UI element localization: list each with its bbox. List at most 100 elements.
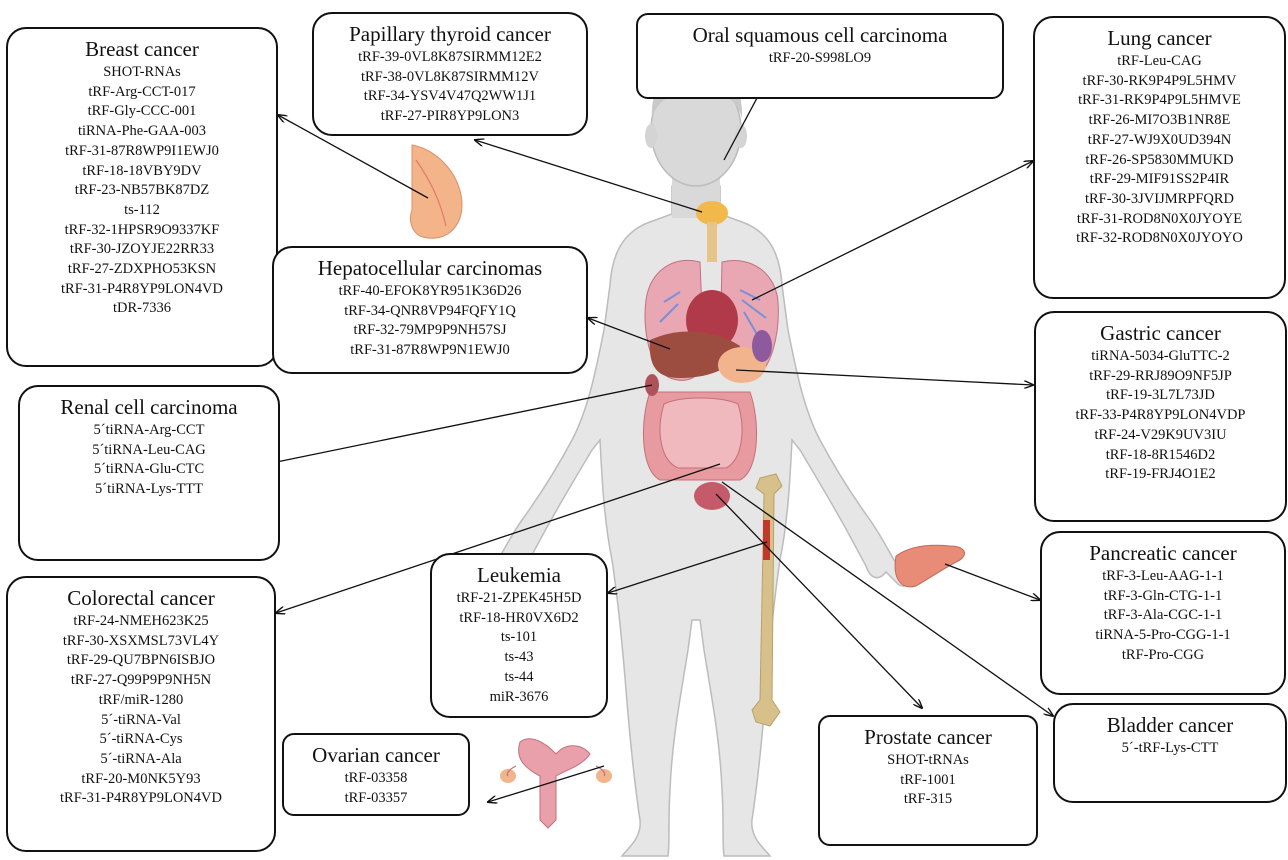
trna-fragment-item: tRF/miR-1280 [8,691,274,711]
trna-fragment-item: ts-43 [432,648,606,668]
trna-fragment-item: miR-3676 [432,688,606,708]
trna-fragment-item: tRF-27-Q99P9P9NH5N [8,671,274,691]
trna-fragment-item: ts-112 [8,201,276,221]
renal-title: Renal cell carcinoma [20,395,278,419]
oral-title: Oral squamous cell carcinoma [638,23,1002,47]
trna-fragment-item: 5´tiRNA-Leu-CAG [20,441,278,461]
trna-fragment-item: tRF-31-87R8WP9N1EWJ0 [274,341,586,361]
breast-illustration [410,145,462,238]
trna-fragment-item: tRF-19-3L7L73JD [1036,386,1285,406]
bladder-organ [694,482,730,510]
colorectal-title: Colorectal cancer [8,586,274,610]
trna-fragment-item: tRF-32-1HPSR9O9337KF [8,221,276,241]
trna-fragment-item: tiRNA-Phe-GAA-003 [8,122,276,142]
trna-fragment-item: tRF-19-FRJ4O1E2 [1036,465,1285,485]
trna-fragment-item: 5´-tRF-Lys-CTT [1055,739,1285,759]
trna-fragment-item: tRF-40-EFOK8YR951K36D26 [274,282,586,302]
ovarian-trna-list: tRF-03358tRF-03357 [284,769,468,808]
trna-fragment-item: tiRNA-5034-GluTTC-2 [1036,347,1285,367]
trna-fragment-item: tRF-30-RK9P4P9L5HMV [1035,72,1284,92]
trna-fragment-item: tRF-20-M0NK5Y93 [8,770,274,790]
trna-fragment-item: tRF-Arg-CCT-017 [8,83,276,103]
ovarian-title: Ovarian cancer [284,743,468,767]
trna-fragment-item: tRF-Gly-CCC-001 [8,102,276,122]
bone-marrow-highlight [763,520,770,560]
trna-fragment-item: tRF-30-3JVIJMRPFQRD [1035,190,1284,210]
arrow-lung [752,161,1033,300]
trna-fragment-item: tDR-7336 [8,299,276,319]
trna-fragment-item: tRF-1001 [820,771,1036,791]
trna-fragment-item: 5´-tiRNA-Val [8,711,274,731]
trna-fragment-item: tRF-33-P4R8YP9LON4VDP [1036,406,1285,426]
pancreatic-trna-list: tRF-3-Leu-AAG-1-1tRF-3-Gln-CTG-1-1tRF-3-… [1042,567,1284,666]
bladder-trna-list: 5´-tRF-Lys-CTT [1055,739,1285,759]
trna-fragment-item: tRF-18-8R1546D2 [1036,446,1285,466]
trna-fragment-item: tRF-18-HR0VX6D2 [432,609,606,629]
trna-fragment-item: tRF-23-NB57BK87DZ [8,181,276,201]
trna-fragment-item: tRF-27-PIR8YP9LON3 [314,107,586,127]
trna-fragment-item: tRF-30-JZOYJE22RR33 [8,240,276,260]
trna-fragment-item: tRF-24-V29K9UV3IU [1036,426,1285,446]
trna-fragment-item: tRF-Leu-CAG [1035,52,1284,72]
trna-fragment-item: tRF-03357 [284,789,468,809]
trna-fragment-item: tRF-38-0VL8K87SIRMM12V [314,68,586,88]
trna-fragment-item: SHOT-RNAs [8,63,276,83]
trna-fragment-item: tRF-26-SP5830MMUKD [1035,151,1284,171]
prostate-trna-list: SHOT-tRNAstRF-1001tRF-315 [820,751,1036,810]
hcc-box: Hepatocellular carcinomastRF-40-EFOK8YR9… [272,246,588,374]
trna-fragment-item: tRF-30-XSXMSL73VL4Y [8,632,274,652]
bladder-cancer-box: Bladder cancer5´-tRF-Lys-CTT [1053,703,1287,803]
trna-fragment-item: tRF-31-ROD8N0X0JYOYE [1035,210,1284,230]
trna-fragment-item: 5´tiRNA-Lys-TTT [20,480,278,500]
trna-fragment-item: tRF-32-79MP9P9NH57SJ [274,321,586,341]
breast-cancer-box: Breast cancerSHOT-RNAstRF-Arg-CCT-017tRF… [6,27,278,367]
trachea [707,222,717,262]
trna-fragment-item: 5´-tiRNA-Cys [8,730,274,750]
leukemia-title: Leukemia [432,563,606,587]
trna-fragment-item: tRF-27-WJ9X0UD394N [1035,131,1284,151]
trna-fragment-item: tRF-31-RK9P4P9L5HMVE [1035,91,1284,111]
oral-trna-list: tRF-20-S998LO9 [638,49,1002,69]
left-ear [645,124,657,148]
trna-fragment-item: tRF-18-18VBY9DV [8,162,276,182]
trna-fragment-item: tRF-24-NMEH623K25 [8,612,274,632]
trna-fragment-item: tRF-29-MIF91SS2P4IR [1035,170,1284,190]
trna-fragment-item: tRF-27-ZDXPHO53KSN [8,260,276,280]
trna-fragment-item: 5´tiRNA-Arg-CCT [20,421,278,441]
thyroid-title: Papillary thyroid cancer [314,22,586,46]
trna-fragment-item: tRF-31-P4R8YP9LON4VD [8,789,274,809]
pancreas-illustration [895,545,964,587]
thyroid-organ [696,201,728,225]
trna-fragment-item: tRF-3-Ala-CGC-1-1 [1042,606,1284,626]
trna-fragment-item: tRF-34-YSV4V47Q2WW1J1 [314,87,586,107]
trna-fragment-item: tRF-3-Gln-CTG-1-1 [1042,587,1284,607]
trna-fragment-item: SHOT-tRNAs [820,751,1036,771]
trna-fragment-item: ts-101 [432,628,606,648]
spleen-organ [752,330,772,362]
trna-fragment-item: 5´-tiRNA-Ala [8,750,274,770]
trna-fragment-item: tRF-31-87R8WP9I1EWJ0 [8,142,276,162]
trna-fragment-item: tRF-315 [820,790,1036,810]
trna-fragment-item: tRF-03358 [284,769,468,789]
lung-title: Lung cancer [1035,26,1284,50]
prostate-title: Prostate cancer [820,725,1036,749]
trna-fragment-item: 5´tiRNA-Glu-CTC [20,460,278,480]
trna-fragment-item: tRF-39-0VL8K87SIRMM12E2 [314,48,586,68]
trna-fragment-item: tRF-3-Leu-AAG-1-1 [1042,567,1284,587]
trna-fragment-item: ts-44 [432,668,606,688]
trna-fragment-item: tRF-34-QNR8VP94FQFY1Q [274,302,586,322]
